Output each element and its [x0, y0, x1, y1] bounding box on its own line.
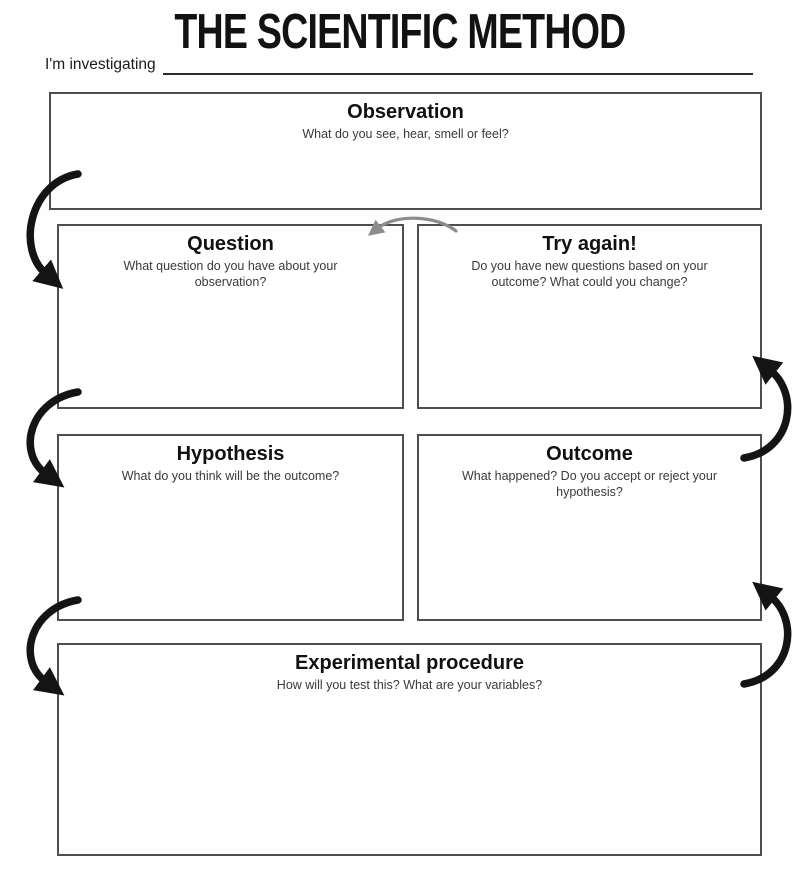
outcome-box: Outcome What happened? Do you accept or …	[417, 434, 762, 621]
observation-title: Observation	[347, 101, 464, 123]
experimental-procedure-prompt: How will you test this? What are your va…	[276, 678, 543, 692]
try-again-write-area[interactable]	[419, 291, 760, 408]
investigating-row: I'm investigating	[45, 55, 753, 75]
hypothesis-title: Hypothesis	[176, 443, 285, 465]
observation-write-area[interactable]	[51, 142, 760, 208]
question-title: Question	[187, 233, 274, 255]
observation-box: Observation What do you see, hear, smell…	[49, 92, 762, 210]
experimental-procedure-write-area[interactable]	[59, 693, 760, 854]
experimental-procedure-title: Experimental procedure	[295, 652, 524, 674]
hypothesis-box: Hypothesis What do you think will be the…	[57, 434, 404, 621]
hypothesis-write-area[interactable]	[59, 484, 402, 619]
question-box: Question What question do you have about…	[57, 224, 404, 409]
try-again-box: Try again! Do you have new questions bas…	[417, 224, 762, 409]
try-again-title: Try again!	[542, 233, 637, 255]
investigating-label: I'm investigating	[45, 56, 156, 73]
investigating-fill-in-line[interactable]	[162, 55, 753, 75]
page-title-container: THE SCIENTIFIC METHOD	[0, 2, 800, 59]
hypothesis-prompt: What do you think will be the outcome?	[121, 469, 340, 483]
question-write-area[interactable]	[59, 291, 402, 408]
observation-prompt: What do you see, hear, smell or feel?	[302, 127, 509, 141]
try-again-prompt: Do you have new questions based on your …	[471, 259, 708, 290]
outcome-title: Outcome	[546, 443, 633, 465]
outcome-write-area[interactable]	[419, 501, 760, 620]
experimental-procedure-box: Experimental procedure How will you test…	[57, 643, 762, 856]
outcome-prompt: What happened? Do you accept or reject y…	[461, 469, 717, 500]
question-prompt: What question do you have about your obs…	[123, 259, 338, 290]
page-title: THE SCIENTIFIC METHOD	[174, 3, 626, 59]
